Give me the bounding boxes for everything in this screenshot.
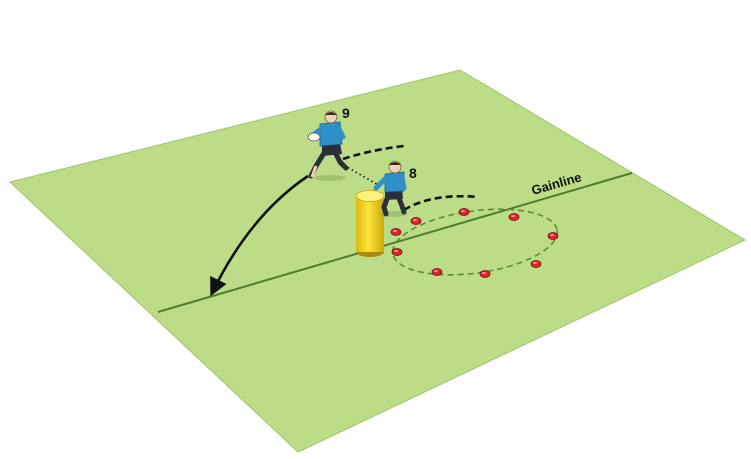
player-9 bbox=[307, 110, 349, 181]
cone bbox=[458, 208, 470, 216]
gainline bbox=[157, 172, 633, 313]
pitch bbox=[8, 69, 747, 453]
support-line bbox=[339, 162, 381, 187]
pass-line-9 bbox=[210, 174, 309, 297]
cone bbox=[431, 268, 443, 276]
cone bbox=[391, 248, 403, 256]
cone bbox=[530, 260, 542, 268]
player-9-number: 9 bbox=[342, 105, 350, 121]
tackle-bag bbox=[355, 190, 385, 257]
cone bbox=[547, 232, 559, 240]
run-line-9 bbox=[342, 144, 405, 161]
cones bbox=[390, 208, 559, 278]
player-8-number: 8 bbox=[409, 165, 417, 181]
run-line-8 bbox=[403, 194, 479, 212]
cone bbox=[390, 228, 402, 236]
cone bbox=[508, 213, 520, 221]
cone-path bbox=[391, 208, 559, 276]
cone bbox=[410, 217, 422, 225]
player-8 bbox=[373, 160, 407, 217]
cone bbox=[479, 270, 491, 278]
